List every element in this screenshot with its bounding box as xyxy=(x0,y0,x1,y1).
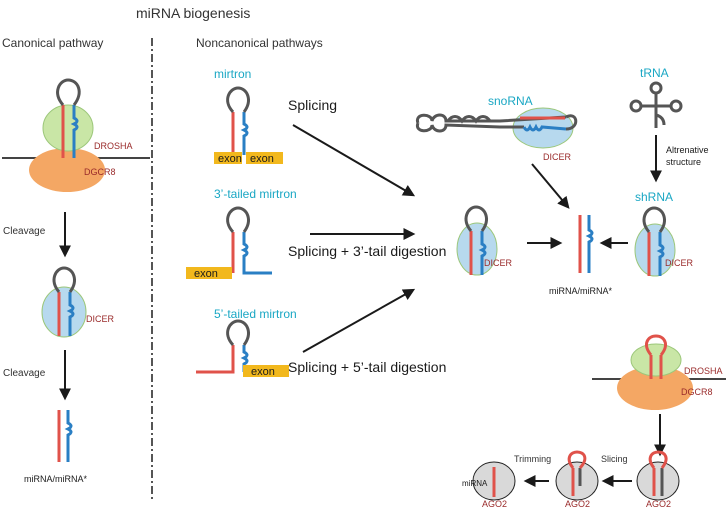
tailed5-arrow xyxy=(302,288,416,353)
trna-label: tRNA xyxy=(640,66,669,80)
mirna-duplex-center xyxy=(578,215,594,273)
mirna-duplex-canonical xyxy=(57,410,73,462)
drosha-complex-ago2-pathway xyxy=(592,334,726,410)
mirna-label-ago2: miRNA xyxy=(462,479,488,488)
dicer-complex-canonical xyxy=(41,266,87,338)
ago2-middle xyxy=(555,450,599,501)
tailed5-hairpin xyxy=(196,319,289,377)
alt-structure-line2: structure xyxy=(666,157,701,167)
dgcr8-label-canonical: DGCR8 xyxy=(84,167,116,177)
snorna-structure xyxy=(415,107,578,149)
mirtron-label: mirtron xyxy=(214,67,251,81)
ago2-right xyxy=(636,450,680,501)
mirtron-hairpin xyxy=(214,86,283,164)
drosha-complex-canonical xyxy=(2,78,150,192)
ago2-left xyxy=(472,461,516,501)
title: miRNA biogenesis xyxy=(136,5,250,21)
ago2-middle-label: AGO2 xyxy=(565,499,590,508)
trna-structure xyxy=(629,81,683,128)
splicing3-label: Splicing + 3’-tail digestion xyxy=(288,243,446,259)
ago2-right-label: AGO2 xyxy=(646,499,671,508)
tailed3-label: 3’-tailed mirtron xyxy=(214,187,297,201)
drosha-label-ago2: DROSHA xyxy=(684,366,723,376)
splicing-arrow xyxy=(292,124,416,197)
noncanonical-heading: Noncanonical pathways xyxy=(196,36,323,50)
splicing-label: Splicing xyxy=(288,97,337,113)
mirna-product-center: miRNA/miRNA* xyxy=(549,286,612,296)
slicing-label: Slicing xyxy=(601,454,628,464)
dgcr8-label-ago2: DGCR8 xyxy=(681,387,713,397)
dicer-label-center: DICER xyxy=(484,258,513,268)
dicer-label-canonical: DICER xyxy=(86,314,115,324)
mirna-product-canonical: miRNA/miRNA* xyxy=(24,474,87,484)
mirtron-exon-left: exon xyxy=(218,153,242,165)
cleavage-label-1: Cleavage xyxy=(3,226,46,237)
splicing5-label: Splicing + 5’-tail digestion xyxy=(288,359,446,375)
tailed3-exon: exon xyxy=(194,268,218,280)
snorna-dicer-label: DICER xyxy=(543,152,572,162)
mirtron-exon-right: exon xyxy=(250,153,274,165)
dicer-complex-center xyxy=(456,205,498,276)
ago2-left-label: AGO2 xyxy=(482,499,507,508)
tailed3-hairpin xyxy=(186,206,272,279)
shrna-dicer-complex xyxy=(634,206,676,277)
tailed5-label: 5’-tailed mirtron xyxy=(214,307,297,321)
snorna-label: snoRNA xyxy=(488,94,533,108)
alt-structure-line1: Altrenative xyxy=(666,145,709,155)
canonical-heading: Canonical pathway xyxy=(2,36,103,50)
snorna-arrow xyxy=(531,163,570,209)
cleavage-label-2: Cleavage xyxy=(3,368,46,379)
shrna-label: shRNA xyxy=(635,190,673,204)
trimming-label: Trimming xyxy=(514,454,551,464)
shrna-dicer-label: DICER xyxy=(665,258,694,268)
tailed5-exon: exon xyxy=(251,366,275,378)
drosha-label-canonical: DROSHA xyxy=(94,141,133,151)
